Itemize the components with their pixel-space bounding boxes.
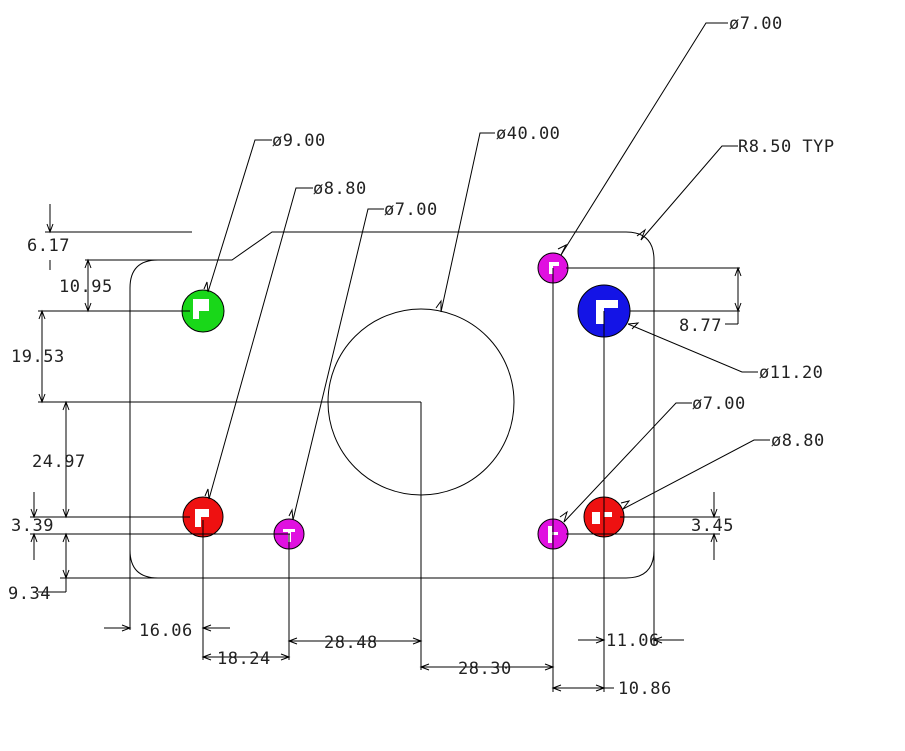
callout-radius-typ: R8.50 TYP <box>738 137 835 157</box>
dim-8-77: 8.77 <box>679 316 722 336</box>
dim-28-30: 28.30 <box>458 659 512 679</box>
callout-dia-7-mid: ø7.00 <box>384 200 438 220</box>
dim-6-17: 6.17 <box>27 236 70 256</box>
callout-dia-7-top: ø7.00 <box>729 14 783 34</box>
dim-19-53: 19.53 <box>11 347 65 367</box>
callout-dia-8-8-left: ø8.80 <box>313 179 367 199</box>
dim-24-97: 24.97 <box>32 452 86 472</box>
dim-16-06: 16.06 <box>139 621 193 641</box>
hole-green <box>181 289 225 333</box>
callout-dia-7-right: ø7.00 <box>692 394 746 414</box>
plate-outline <box>129 231 655 579</box>
dim-3-45: 3.45 <box>691 516 734 536</box>
dim-10-86: 10.86 <box>618 679 672 699</box>
callout-dia-9: ø9.00 <box>272 131 326 151</box>
dim-28-48: 28.48 <box>324 633 378 653</box>
callout-dia-8-8-right: ø8.80 <box>771 431 825 451</box>
dim-11-06: 11.06 <box>606 631 660 651</box>
dimension-lines <box>30 204 742 692</box>
leader-lines <box>203 22 770 523</box>
dim-10-95: 10.95 <box>59 277 113 297</box>
callout-dia-40: ø40.00 <box>496 124 560 144</box>
dim-9-34: 9.34 <box>8 584 51 604</box>
callout-dia-11-2: ø11.20 <box>759 363 823 383</box>
extension-lines <box>30 231 740 692</box>
dim-18-24: 18.24 <box>217 649 271 669</box>
dim-3-39: 3.39 <box>11 516 54 536</box>
